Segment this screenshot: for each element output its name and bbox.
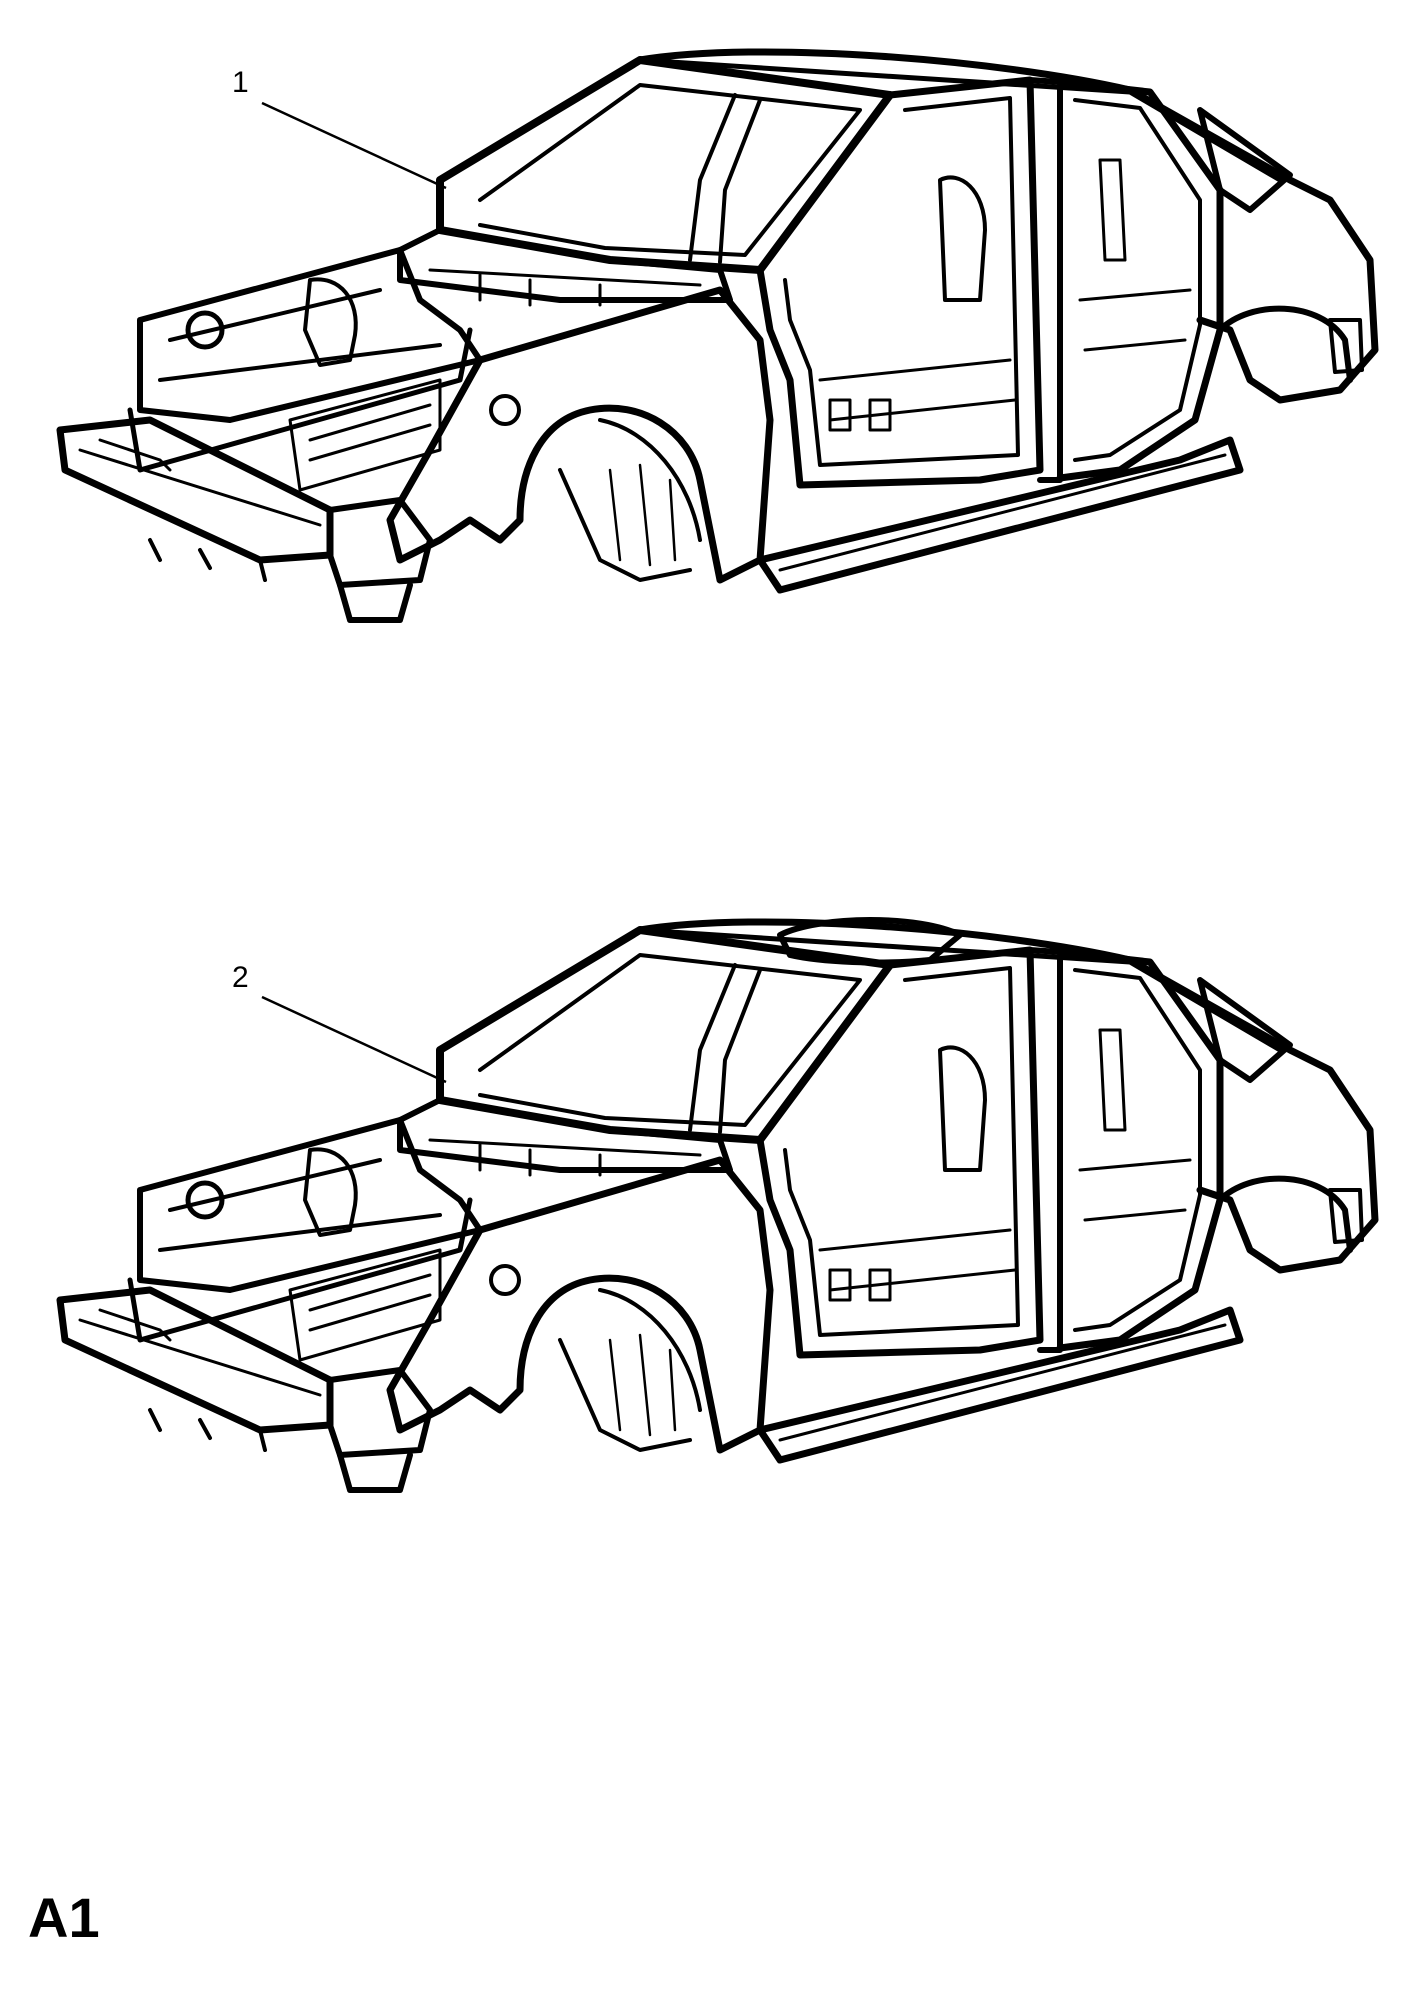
sunroof-opening (777, 917, 963, 966)
callout-2: 2 (232, 961, 447, 1084)
figure-code: A1 (28, 1886, 100, 1949)
body-shell-illustration-1 (60, 52, 1375, 620)
callout-label-1: 1 (232, 66, 249, 99)
leader-line-2 (261, 995, 447, 1084)
callout-1: 1 (232, 66, 447, 190)
leader-line-1 (261, 101, 447, 190)
body-shell-illustration-2 (60, 917, 1375, 1490)
callout-label-2: 2 (232, 961, 249, 994)
